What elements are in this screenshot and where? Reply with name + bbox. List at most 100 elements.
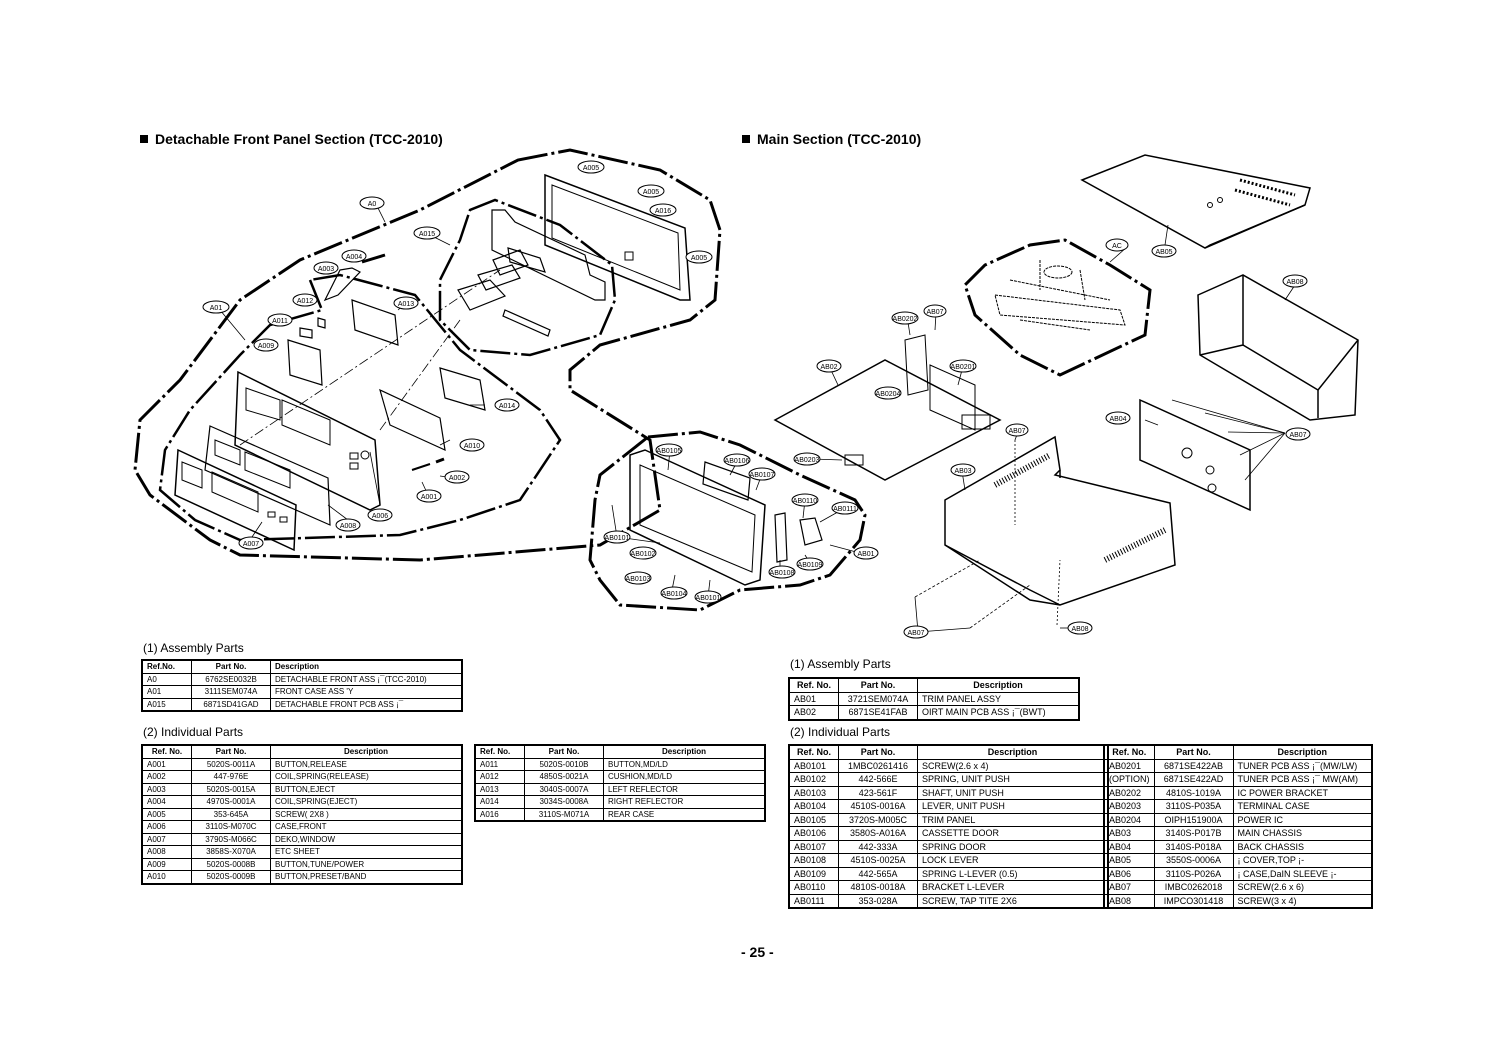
- callout-label: A011: [272, 318, 288, 325]
- callout-ab0108: AB0108: [768, 565, 796, 579]
- callout-label: AB0103: [626, 576, 651, 583]
- col-desc: Description: [917, 677, 1080, 693]
- part-cell: 3580S-A016A: [838, 826, 918, 841]
- callout-label: AB0107: [750, 472, 775, 479]
- col-ref: Ref. No.: [141, 744, 192, 759]
- callout-label: AB0109: [798, 562, 823, 569]
- ref-cell: AB0107: [788, 839, 839, 854]
- ref-cell: A014: [474, 795, 525, 809]
- part-cell: 4510S-0025A: [838, 853, 918, 868]
- callout-a005-2: A005: [637, 184, 665, 198]
- callout-ab0109: AB0109: [796, 557, 824, 571]
- desc-cell: SPRING L-LEVER (0.5): [917, 866, 1109, 881]
- desc-cell: DEKO,WINDOW: [270, 832, 463, 846]
- part-cell: 3858S-X070A: [191, 845, 271, 859]
- desc-cell: TUNER PCB ASS ¡¯(MW/LW): [1232, 758, 1373, 773]
- ab01-assembly-boundary: [588, 430, 867, 612]
- desc-cell: TERMINAL CASE: [1232, 799, 1373, 814]
- callout-ab07-bottom: AB07: [903, 625, 929, 639]
- left-assembly-parts-title: (1) Assembly Parts: [143, 641, 244, 655]
- callout-label: A015: [419, 231, 435, 238]
- a015-assembly-boundary: [438, 198, 617, 357]
- ref-cell: A01: [141, 685, 192, 699]
- callout-label: A0: [368, 201, 377, 208]
- callout-label: AB07: [926, 309, 943, 316]
- callout-a005-1: A005: [577, 160, 605, 174]
- desc-cell: LEVER, UNIT PUSH: [917, 799, 1109, 814]
- ref-cell: A0: [141, 672, 192, 686]
- part-cell: OIPH151900A: [1153, 812, 1234, 827]
- callout-a012: A012: [292, 293, 318, 307]
- part-cell: 3034S-0008A: [524, 795, 604, 809]
- ab05-top-cover-part: [1080, 154, 1311, 249]
- callout-label: A013: [398, 301, 414, 308]
- callout-label: A006: [372, 513, 388, 520]
- callout-label: AB05: [1155, 249, 1172, 256]
- desc-cell: DETACHABLE FRONT PCB ASS ¡¯: [270, 697, 463, 712]
- callout-label: A010: [464, 443, 480, 450]
- part-cell: 3110S-M070C: [191, 820, 271, 834]
- desc-cell: TUNER PCB ASS ¡¯ MW(AM): [1232, 772, 1373, 787]
- callout-label: AB0203: [795, 457, 820, 464]
- callout-a009: A009: [253, 338, 279, 352]
- ab03-main-chassis-part: [944, 435, 1176, 606]
- desc-cell: FRONT CASE ASS 'Y: [270, 685, 463, 699]
- ab0106-cassette-door-part: [702, 461, 751, 501]
- ab0110-bracket-part: [799, 517, 823, 546]
- table-header-row: Ref. No. Part No. Description: [788, 677, 1080, 693]
- callout-label: AB0204: [876, 391, 901, 398]
- a0-assembly-boundary: [133, 148, 722, 562]
- col-ref: Ref. No.: [788, 744, 839, 760]
- callout-ab0104: AB0104: [660, 586, 688, 600]
- ac-mechanism-part: [994, 260, 1126, 331]
- ref-cell: A002: [141, 770, 192, 784]
- ref-cell: AB0101: [788, 758, 839, 773]
- a01-assembly-boundary: [158, 273, 562, 542]
- ref-cell: AB03: [1103, 826, 1155, 841]
- desc-cell: DETACHABLE FRONT ASS ¡¯(TCC-2010): [270, 672, 463, 686]
- ref-cell: AB05: [1103, 853, 1155, 868]
- part-cell: 353-645A: [191, 807, 271, 821]
- callout-label: AB07: [1289, 432, 1306, 439]
- part-cell: 423-561F: [838, 785, 918, 800]
- left-callouts: A0 A01 A015 A005 A005 A016 A005 A004 A00…: [202, 160, 713, 550]
- ref-cell: A001: [141, 757, 192, 771]
- desc-cell: ETC SHEET: [270, 845, 463, 859]
- callout-a007: A007: [238, 536, 264, 550]
- ref-cell: AB0110: [788, 880, 839, 895]
- ref-cell: A011: [474, 757, 525, 771]
- callout-label: AB0101: [696, 595, 721, 602]
- callout-ab0101-left: AB0101: [603, 530, 631, 544]
- ref-cell: A013: [474, 782, 525, 796]
- callout-label: A005: [691, 255, 707, 262]
- part-cell: 3790S-M066C: [191, 832, 271, 846]
- part-cell: 4810S-0018A: [838, 880, 918, 895]
- desc-cell: BUTTON,EJECT: [270, 782, 463, 796]
- desc-cell: BUTTON,PRESET/BAND: [270, 870, 463, 884]
- desc-cell: SPRING DOOR: [917, 839, 1109, 854]
- part-cell: 442-565A: [838, 866, 918, 881]
- part-cell: 5020S-0008B: [191, 857, 271, 871]
- part-cell: 5020S-0015A: [191, 782, 271, 796]
- callout-label: A01: [210, 305, 223, 312]
- col-part: Part No.: [191, 659, 271, 674]
- part-cell: 6762SE0032B: [191, 672, 271, 686]
- ref-cell: A015: [141, 697, 192, 712]
- callout-label: AB0102: [631, 551, 656, 558]
- desc-cell: SCREW(3 x 4): [1232, 893, 1373, 909]
